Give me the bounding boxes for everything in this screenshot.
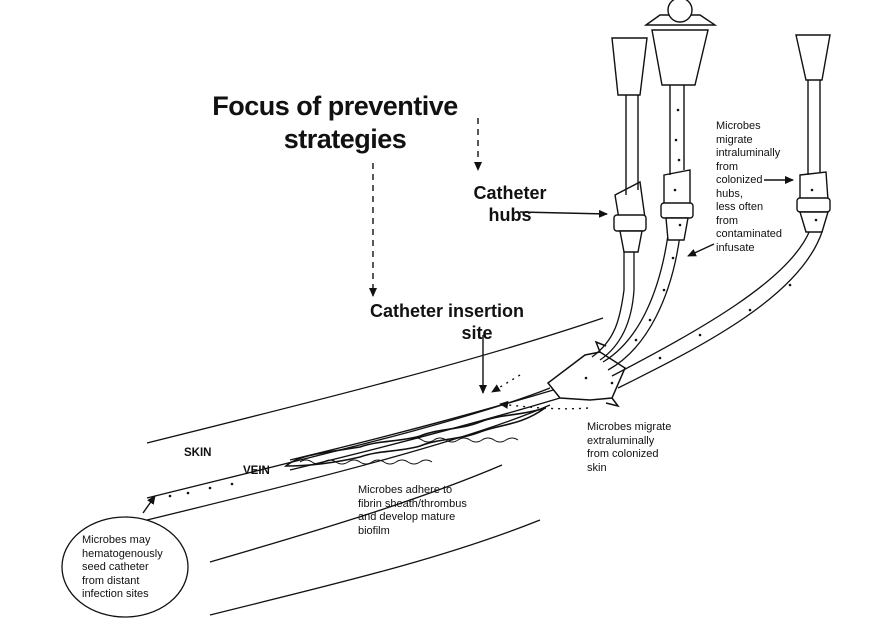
note-line: hubs, [716, 187, 743, 200]
hematogenous-note: Microbes may hematogenously seed cathete… [82, 534, 182, 602]
note-line: Microbes may [82, 534, 151, 546]
lumen-mid-1 [602, 234, 669, 363]
note-line: from [716, 214, 738, 227]
hub-mid [663, 169, 691, 206]
vein-lower-line [146, 404, 551, 521]
note-line: from [716, 160, 738, 173]
arrow-intraluminal [687, 243, 715, 257]
hub-left-clamp [613, 214, 647, 232]
fibrin-sheath [283, 407, 546, 467]
intravascular-catheter [283, 387, 561, 471]
note-line: colonized [716, 174, 763, 186]
note-line: migrate [716, 133, 753, 146]
hub-left-tip [619, 230, 643, 253]
catheter-junction [546, 340, 626, 408]
hub-mid-connector [651, 29, 709, 86]
hub-mid-cap-knob [667, 0, 693, 23]
catheter-hubs-line2: hubs [488, 205, 532, 225]
catheter-lumens [591, 229, 823, 389]
hub-right-tip [799, 211, 829, 233]
lumen-right-2 [617, 231, 823, 389]
catheter-hubs-line1: Catheter [473, 183, 547, 203]
vein-label: VEIN [243, 465, 270, 477]
note-line: infection sites [82, 588, 149, 600]
deep-line-1 [209, 464, 503, 563]
arrow-hematogenous [142, 495, 156, 514]
focus-title-line1: Focus of preventive [212, 91, 458, 121]
sheath-texture-2 [409, 437, 519, 443]
hub-mid-tip [665, 217, 689, 241]
catheter-hubs [611, 0, 831, 253]
note-line: intraluminally [716, 147, 781, 159]
catheter-body-upper [289, 387, 561, 461]
note-line: less often [716, 201, 764, 213]
anatomy-lines [146, 317, 604, 616]
note-line: contaminated [716, 228, 783, 240]
intraluminal-note: Microbes migrate intraluminally from col… [716, 120, 846, 255]
note-line: Microbes migrate [587, 421, 672, 433]
note-line: fibrin sheath/thrombus [358, 497, 467, 510]
microbe-dots [168, 108, 818, 498]
catheter-insertion-label: Catheter insertion site [358, 300, 536, 344]
note-line: hematogenously [82, 547, 163, 560]
lumen-left-2 [599, 252, 635, 361]
hub-right-syringe [795, 34, 831, 81]
note-line: Microbes [716, 120, 761, 132]
dotted-arrow-skin [491, 374, 521, 393]
biofilm-note: Microbes adhere to fibrin sheath/thrombu… [358, 484, 498, 538]
extraluminal-note: Microbes migrate extraluminally from col… [587, 421, 717, 475]
note-line: from distant [82, 574, 140, 587]
skin-line [146, 317, 604, 444]
hub-mid-clamp [660, 202, 694, 219]
catheter-insertion-line2: site [461, 323, 493, 343]
note-line: infusate [716, 241, 755, 254]
hematogenous-ellipse [61, 516, 189, 618]
note-line: seed catheter [82, 561, 149, 573]
lumen-left-1 [591, 252, 625, 358]
catheter-body-lower [289, 397, 561, 471]
note-line: extraluminally [587, 434, 655, 447]
junction-body [546, 351, 626, 401]
dotted-arrow-extraluminal [499, 400, 589, 410]
note-line: from colonized [587, 448, 659, 460]
deep-line-2 [209, 519, 541, 616]
sheath-texture [299, 459, 433, 465]
skin-label: SKIN [184, 447, 212, 459]
lumen-right-1 [611, 229, 811, 377]
focus-title: Focus of preventive strategies [180, 90, 490, 156]
catheter-hubs-label: Catheter hubs [462, 182, 558, 226]
note-line: Microbes adhere to [358, 484, 453, 496]
arrows [142, 118, 794, 514]
lumen-mid-2 [607, 234, 681, 371]
hub-left-syringe [611, 37, 648, 96]
arrow-hubs-to-hub [519, 209, 608, 218]
vein-upper-line [146, 387, 551, 499]
junction-wing [594, 340, 620, 408]
note-line: and develop mature [358, 511, 456, 523]
focus-title-line2: strategies [283, 124, 407, 154]
catheter-insertion-line1: Catheter insertion [369, 301, 525, 321]
note-line: biofilm [358, 524, 390, 537]
note-line: skin [587, 461, 607, 474]
